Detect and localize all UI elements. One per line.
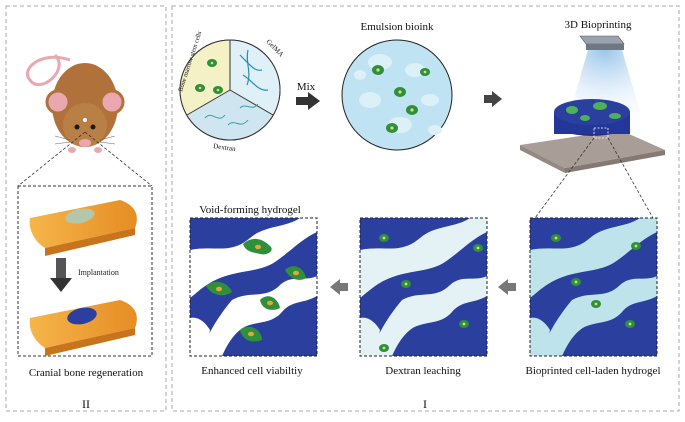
emulsion-title: Emulsion bioink: [360, 21, 434, 33]
zoom-line-right: [84, 131, 153, 187]
pie-label-dextran: Dextran: [213, 142, 237, 153]
arrow-left-icon-1: [330, 279, 348, 295]
mouse-illustration: [26, 53, 125, 153]
caption-enhanced-viability: Enhanced cell viabiltiy: [201, 365, 303, 377]
dextran-leaching-box: [359, 217, 488, 357]
panel-ii-frame: [5, 5, 167, 412]
implantation-label: Implantation: [78, 268, 119, 277]
caption-bioprinted: Bioprinted cell-laden hydrogel: [525, 365, 660, 377]
implantation-arrow: [50, 258, 72, 292]
panel-i-frame: [171, 5, 680, 412]
zoom-line-print-right: [607, 137, 654, 219]
emulsion-bioink-circle: [341, 39, 453, 151]
zoom-line-left: [17, 131, 86, 187]
bioprinting-title: 3D Bioprinting: [565, 19, 632, 31]
panel-ii-numeral: II: [82, 397, 90, 411]
print-arrow-icon: [484, 91, 502, 107]
bone-slab-after: [29, 300, 137, 356]
pie-label-gelma: GelMA: [265, 38, 286, 59]
panel-i-numeral: I: [423, 397, 427, 411]
bioprinted-hydrogel-box: [529, 217, 658, 357]
mix-arrow-icon: [296, 92, 320, 110]
zoom-line-print-left: [534, 137, 595, 219]
void-title: Void-forming hydrogel: [199, 204, 301, 216]
component-pie: [179, 39, 281, 141]
mix-label: Mix: [297, 81, 316, 93]
arrow-left-icon-2: [498, 279, 516, 295]
bone-slab-before: [29, 200, 137, 256]
void-hydrogel-box: [189, 217, 318, 357]
caption-dextran-leaching: Dextran leaching: [385, 365, 461, 377]
caption-cranial: Cranial bone regeneration: [29, 367, 144, 379]
bioprinter-illustration: [520, 35, 665, 173]
